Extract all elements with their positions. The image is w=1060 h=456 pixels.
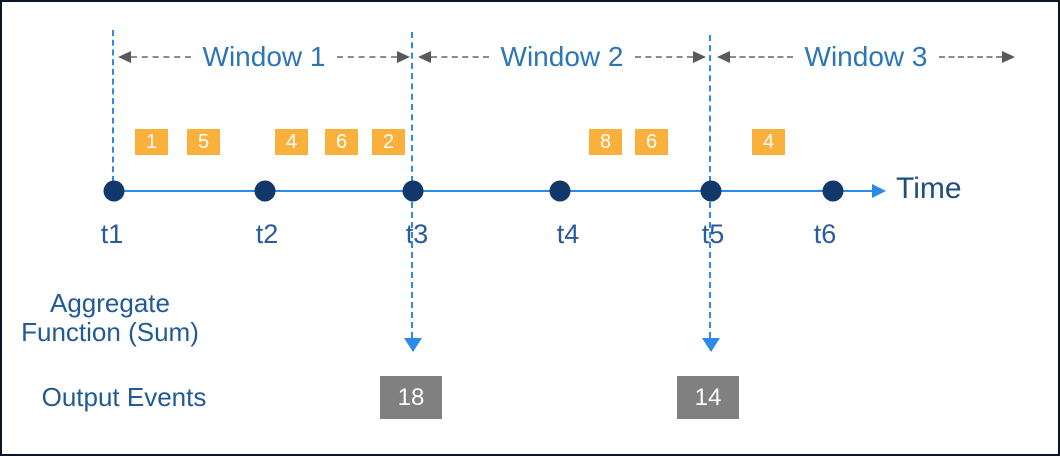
left-arrowhead-icon	[118, 51, 131, 63]
aggregate-caption-line2: Function (Sum)	[21, 317, 199, 347]
dashed-line	[131, 56, 191, 58]
aggregate-function-caption: Aggregate Function (Sum)	[8, 289, 212, 347]
right-arrowhead-icon	[693, 51, 706, 63]
right-arrowhead-icon	[1002, 51, 1015, 63]
time-point-t6	[822, 180, 844, 202]
left-arrowhead-icon	[418, 51, 431, 63]
window-1-label: Window 1	[202, 41, 326, 72]
output-arrow-line-t5	[709, 202, 711, 338]
down-arrowhead-icon	[702, 338, 720, 352]
output-events-caption: Output Events	[41, 382, 207, 412]
event-value-box: 6	[635, 129, 668, 155]
time-point-t1	[103, 180, 125, 202]
window-boundary-line-t1	[112, 30, 114, 182]
tick-label-t3: t3	[405, 219, 429, 249]
event-value-box: 4	[275, 129, 308, 155]
tick-label-t4: t4	[556, 219, 580, 249]
aggregate-caption-line1: Aggregate	[50, 288, 170, 318]
tick-label-t6: t6	[813, 219, 837, 249]
down-arrowhead-icon	[404, 338, 422, 352]
window-2-label: Window 2	[500, 41, 624, 72]
time-point-t3	[402, 180, 424, 202]
right-arrowhead-icon	[397, 51, 410, 63]
dashed-line	[635, 56, 693, 58]
window-2-span: Window 2	[418, 42, 706, 72]
event-value-box: 1	[135, 129, 168, 155]
tick-label-t1: t1	[100, 219, 124, 249]
tick-label-t2: t2	[255, 219, 279, 249]
time-point-t4	[549, 180, 571, 202]
tick-label-t5: t5	[701, 219, 725, 249]
dashed-line	[730, 56, 793, 58]
window-boundary-line-t3	[411, 32, 413, 182]
event-value-box: 6	[325, 129, 358, 155]
output-arrow-line-t3	[411, 202, 413, 338]
window-boundary-line-t5	[709, 35, 711, 182]
time-axis-arrowhead-icon	[872, 184, 886, 198]
event-value-box: 5	[187, 129, 220, 155]
window-1-span: Window 1	[118, 42, 410, 72]
window-3-span: Window 3	[717, 42, 1015, 72]
time-axis-label: Time	[896, 172, 962, 205]
dashed-line	[337, 56, 397, 58]
time-point-t5	[700, 180, 722, 202]
time-axis-line	[114, 190, 874, 192]
dashed-line	[431, 56, 489, 58]
left-arrowhead-icon	[717, 51, 730, 63]
event-value-box: 4	[752, 129, 785, 155]
window-3-label: Window 3	[804, 41, 928, 72]
output-value-box-t3: 18	[380, 376, 442, 419]
time-point-t2	[254, 180, 276, 202]
output-value-box-t5: 14	[677, 376, 739, 419]
event-value-box: 2	[372, 129, 405, 155]
event-value-box: 8	[589, 129, 622, 155]
dashed-line	[939, 56, 1002, 58]
